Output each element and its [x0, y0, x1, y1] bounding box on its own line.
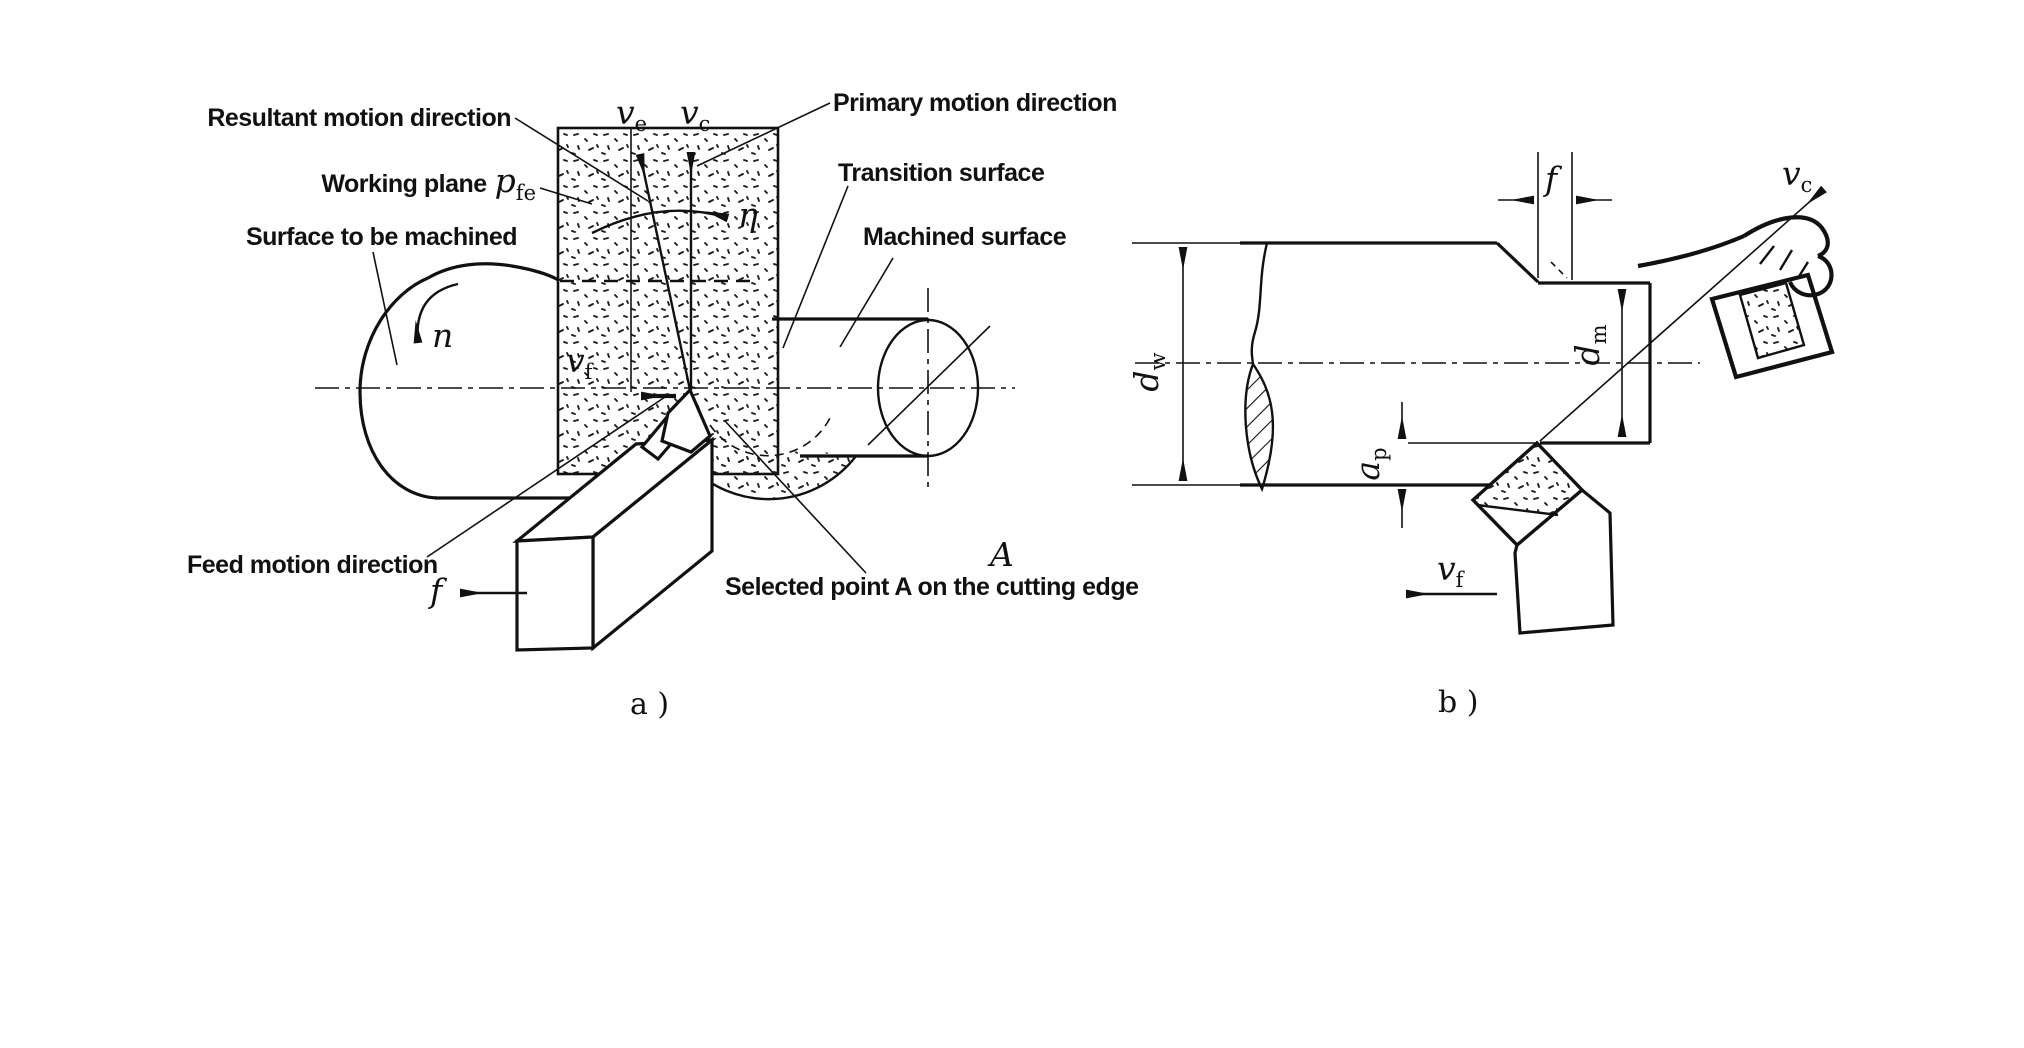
b-chamfer-edge	[1495, 241, 1540, 284]
working-plane	[556, 126, 856, 498]
label-f-b: f	[1542, 159, 1563, 198]
arrows-a	[413, 152, 730, 598]
detail-chip-segments	[1759, 245, 1810, 279]
label-ve: ve	[616, 93, 647, 136]
label-f: f	[427, 571, 448, 610]
labels-a: Resultant motion direction Working plane…	[187, 89, 1140, 722]
spindle-rotation-arrow	[413, 282, 459, 344]
cutting-detail: vc	[1539, 154, 1835, 442]
vc-tangent-arrow	[1539, 185, 1827, 442]
label-vc-b: vc	[1782, 154, 1812, 197]
leader-transition	[782, 185, 849, 349]
label-primary: Primary motion direction	[833, 89, 1117, 117]
leader-surface	[372, 251, 398, 366]
leader-primary	[696, 102, 831, 167]
label-resultant: Resultant motion direction	[207, 104, 511, 132]
detail-chip-outer	[1742, 215, 1830, 258]
leader-machined	[839, 257, 894, 348]
eta-angle-arc	[591, 209, 730, 235]
feed-b: vf	[1406, 549, 1497, 599]
leader-feed	[426, 394, 669, 558]
caption-b: b )	[1438, 685, 1478, 720]
label-vf: vf	[566, 341, 595, 384]
b-insert-braze-line	[1476, 503, 1559, 517]
resultant-velocity-arrow	[635, 153, 692, 391]
label-machined: Machined surface	[863, 223, 1067, 251]
tool-a	[512, 387, 717, 652]
detail-insert-stipple	[1738, 281, 1806, 360]
workpiece-b	[1135, 241, 1700, 493]
detail-chip-curl	[1788, 254, 1834, 298]
label-ap: ap	[1348, 447, 1391, 480]
tool-b	[1470, 440, 1615, 635]
label-point-a: A	[987, 535, 1014, 574]
label-selected-point: Selected point A on the cutting edge	[725, 573, 1139, 601]
workpiece-left-cap	[358, 276, 438, 500]
diagram-a: Resultant motion direction Working plane…	[187, 89, 1140, 722]
b-chamfer-ghost	[1550, 261, 1568, 279]
label-surface: Surface to be machined	[246, 223, 517, 251]
label-feed-motion: Feed motion direction	[187, 551, 438, 579]
workpiece-top-hump	[427, 262, 561, 283]
shoulder-face-stipple	[698, 451, 856, 498]
b-break-curve	[1250, 242, 1269, 365]
label-n: n	[432, 316, 453, 355]
tool-nose-insert	[660, 387, 712, 454]
leader-resultant	[514, 117, 649, 202]
label-dm: dm	[1568, 324, 1611, 365]
label-vf-b: vf	[1437, 549, 1466, 592]
caption-a: a )	[630, 687, 669, 722]
label-vc: vc	[680, 93, 710, 136]
b-section-lens	[1244, 361, 1275, 493]
leader-working-plane	[539, 187, 593, 205]
fillet-arc-dashed	[709, 415, 832, 457]
leaders-a	[372, 102, 894, 574]
b-insert-stipple	[1473, 443, 1582, 516]
tool-front-face	[515, 535, 595, 652]
label-dw: dw	[1127, 352, 1170, 391]
diagram-b: dw f dm ap vc	[1127, 152, 1835, 720]
leader-selected-point	[724, 420, 867, 574]
label-transition: Transition surface	[838, 159, 1045, 187]
centerlines-a	[315, 288, 1015, 490]
detail-surface-curve	[1637, 234, 1745, 269]
view-direction-line	[867, 325, 991, 446]
label-eta: η	[738, 195, 758, 234]
